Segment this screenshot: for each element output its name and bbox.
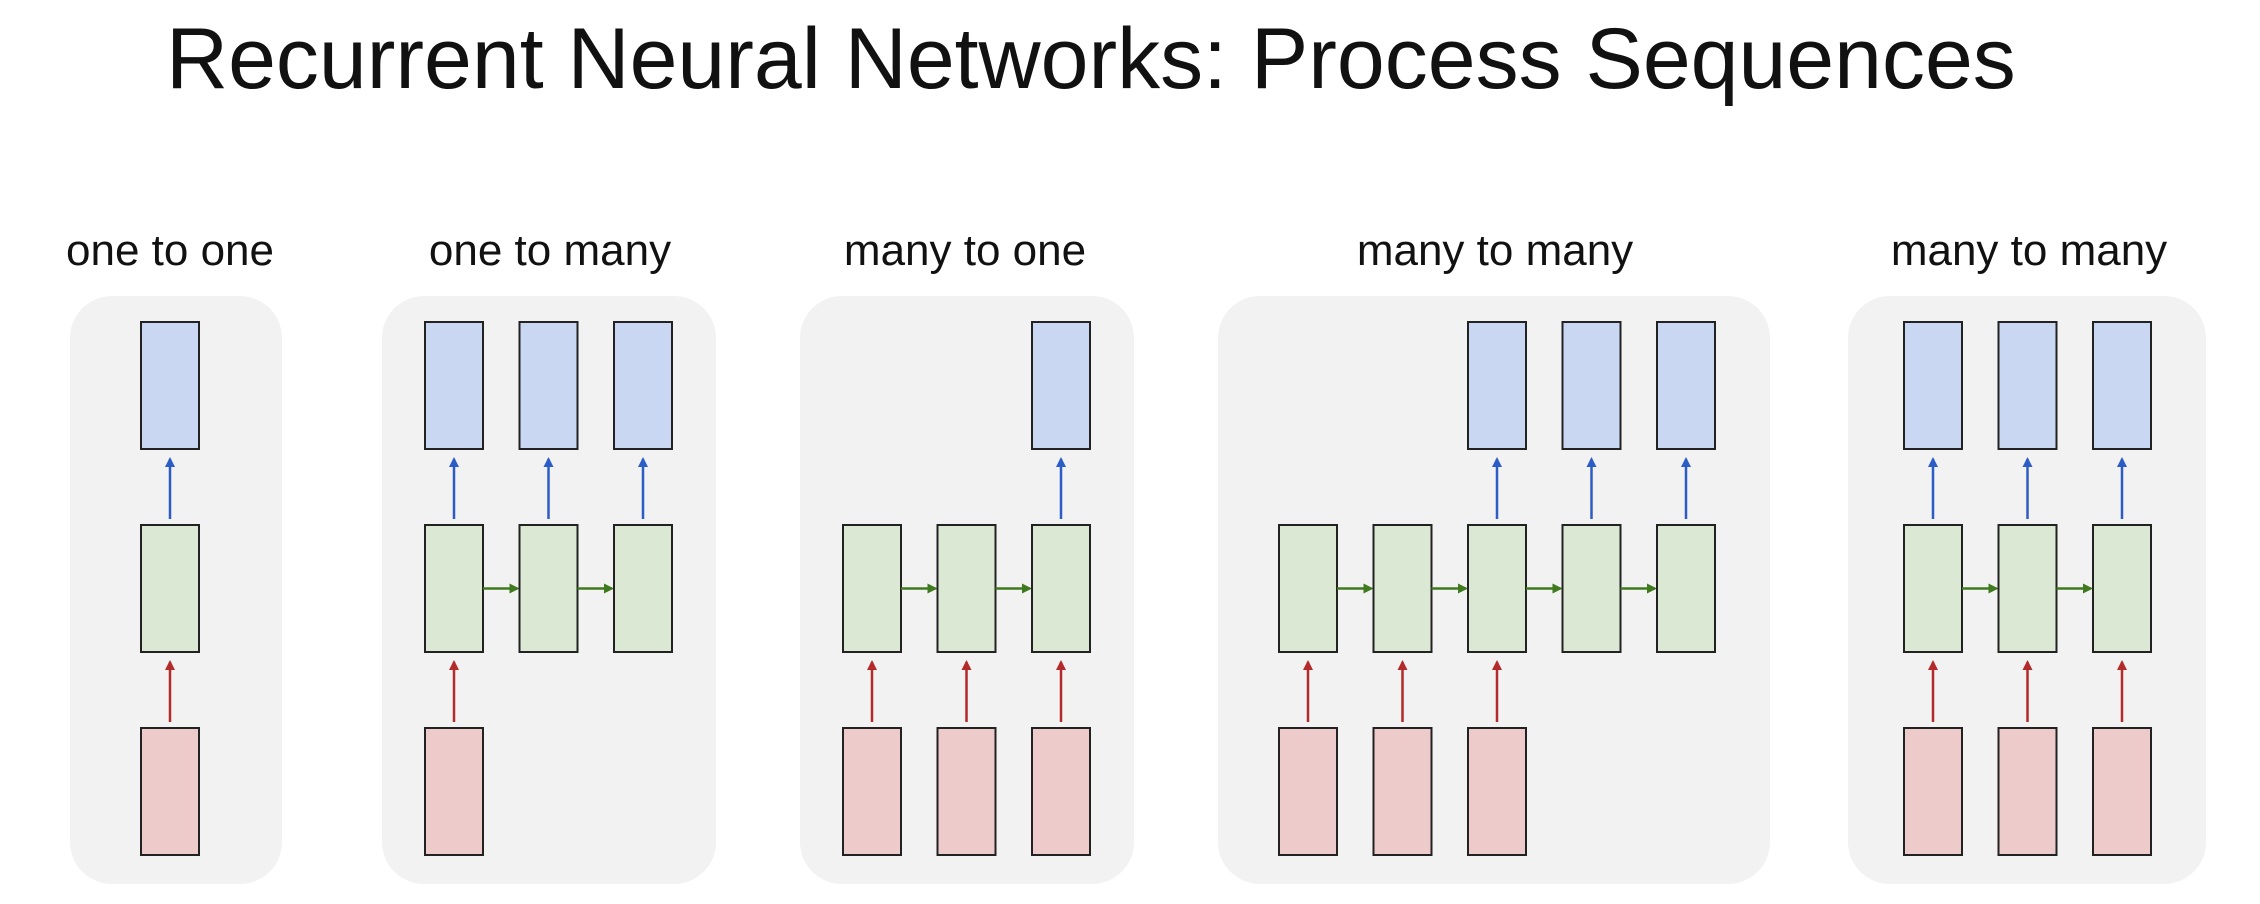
output-box xyxy=(1031,321,1091,450)
hidden-state-box xyxy=(1031,524,1091,653)
hidden-state-box xyxy=(1997,524,2058,653)
panel-title: many to many xyxy=(1891,226,2167,275)
output-box xyxy=(1997,321,2058,450)
input-box xyxy=(1372,727,1433,856)
input-box xyxy=(1997,727,2058,856)
slide-title: Recurrent Neural Networks: Process Seque… xyxy=(166,11,2016,107)
hidden-state-box xyxy=(424,524,484,653)
input-box xyxy=(1903,727,1963,856)
output-box xyxy=(2092,321,2152,450)
hidden-state-box xyxy=(1656,524,1716,653)
panel-5: many to many xyxy=(1848,226,2206,884)
panel-3: many to one xyxy=(800,226,1134,884)
panel-2: one to many xyxy=(382,226,716,884)
hidden-state-box xyxy=(936,524,997,653)
output-box xyxy=(1467,321,1527,450)
panel-title: one to many xyxy=(429,226,671,275)
output-box xyxy=(424,321,484,450)
hidden-state-box xyxy=(2092,524,2152,653)
hidden-state-box xyxy=(613,524,673,653)
output-box xyxy=(613,321,673,450)
panel-1: one to one xyxy=(66,226,282,884)
input-box xyxy=(1467,727,1527,856)
hidden-state-box xyxy=(1561,524,1622,653)
output-box xyxy=(1656,321,1716,450)
output-box xyxy=(1903,321,1963,450)
hidden-state-box xyxy=(1903,524,1963,653)
hidden-state-box xyxy=(1278,524,1338,653)
input-box xyxy=(140,727,200,856)
hidden-state-box xyxy=(842,524,902,653)
input-box xyxy=(1031,727,1091,856)
panel-title: one to one xyxy=(66,226,274,275)
panel-4: many to many xyxy=(1218,226,1770,884)
input-box xyxy=(1278,727,1338,856)
input-box xyxy=(2092,727,2152,856)
input-box xyxy=(842,727,902,856)
output-box xyxy=(1561,321,1622,450)
input-box xyxy=(936,727,997,856)
panel-title: many to one xyxy=(844,226,1086,275)
hidden-state-box xyxy=(518,524,579,653)
hidden-state-box xyxy=(1467,524,1527,653)
panel-title: many to many xyxy=(1357,226,1633,275)
input-box xyxy=(424,727,484,856)
output-box xyxy=(518,321,579,450)
hidden-state-box xyxy=(1372,524,1433,653)
hidden-state-box xyxy=(140,524,200,653)
output-box xyxy=(140,321,200,450)
